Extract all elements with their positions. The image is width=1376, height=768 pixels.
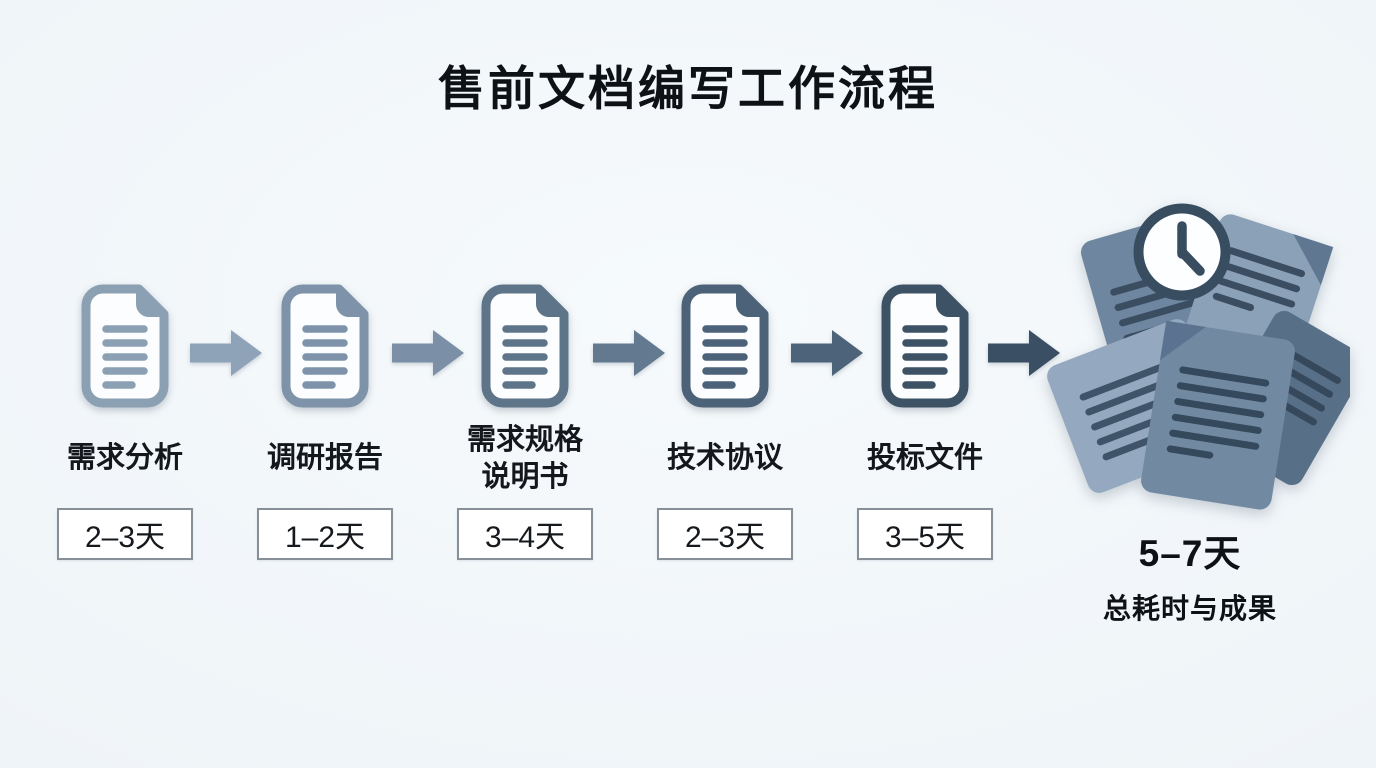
total-duration-caption: 总耗时与成果 — [1102, 593, 1277, 624]
result-documents-illustration — [1047, 203, 1368, 510]
stage-bid-documents: 投标文件 3–5天 — [825, 282, 1025, 560]
duration-badge: 2–3天 — [657, 508, 793, 560]
page-title: 售前文档编写工作流程 — [438, 62, 938, 115]
document-icon — [881, 284, 969, 408]
stage-technical-agreement: 技术协议 2–3天 — [625, 282, 825, 560]
duration-badge: 1–2天 — [257, 508, 393, 560]
stage-label: 投标文件 — [866, 442, 983, 475]
stage-label: 调研报告 — [266, 442, 383, 475]
document-icon — [481, 284, 569, 408]
stage-label: 需求规格 说明书 — [466, 423, 583, 493]
duration-badge: 3–4天 — [457, 508, 593, 560]
stage-requirements-spec: 需求规格 说明书 3–4天 — [425, 282, 625, 560]
arrow-right-icon — [988, 330, 1060, 376]
arrow-right-icon — [190, 330, 262, 376]
total-duration: 5–7天 — [1138, 533, 1242, 574]
stage-label: 需求分析 — [66, 442, 183, 475]
duration-badge: 2–3天 — [57, 508, 193, 560]
duration-badge: 3–5天 — [857, 508, 993, 560]
arrow-right-icon — [593, 330, 665, 376]
document-icon — [681, 284, 769, 408]
stage-research-report: 调研报告 1–2天 — [225, 282, 425, 560]
document-icon — [281, 284, 369, 408]
document-icon — [81, 284, 169, 408]
arrow-right-icon — [392, 330, 464, 376]
clock-icon — [1133, 203, 1231, 301]
arrow-right-icon — [791, 330, 863, 376]
stage-requirements-analysis: 需求分析 2–3天 — [25, 282, 225, 560]
result-section: 5–7天 总耗时与成果 — [1030, 188, 1368, 627]
stage-label: 技术协议 — [666, 442, 783, 475]
